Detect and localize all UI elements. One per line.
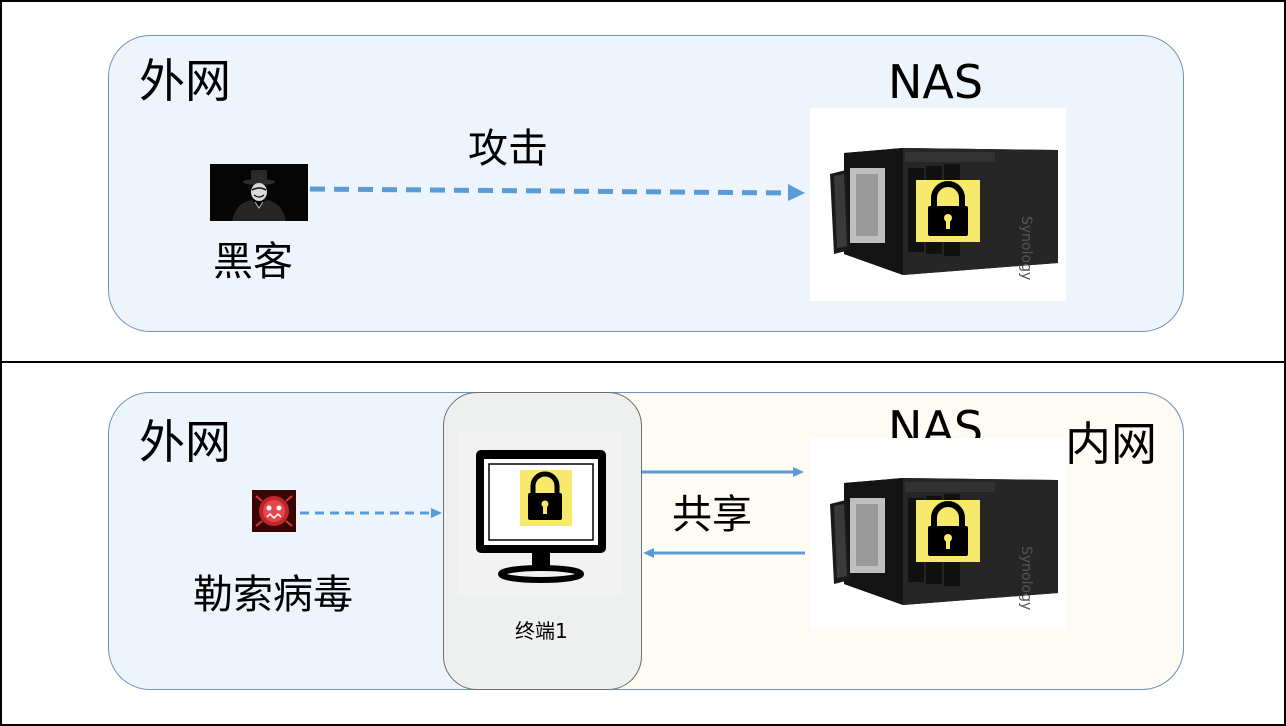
share-arrow-to-terminal [641,546,805,560]
internal-network-label: 内网 [1065,417,1157,471]
nas-device-image-bottom: Synology [810,438,1066,629]
attack-label: 攻击 [468,126,548,172]
nas-label: NAS [888,55,984,109]
hacker-icon [210,164,308,221]
share-arrow-to-nas [642,465,806,479]
nas-brand-text-bottom: Synology [1018,546,1034,610]
infection-arrow [298,506,444,520]
virus-icon [252,490,296,532]
bottom-panel: 外网 内网 勒索病毒 [0,361,1286,726]
attack-arrow [308,180,808,204]
external-network-label: 外网 [139,54,231,108]
external-network-label-bottom: 外网 [139,415,231,469]
hacker-label: 黑客 [213,239,293,285]
nas-device-image: Synology [810,108,1066,301]
terminal-monitor-icon [458,433,622,597]
share-label: 共享 [672,492,752,538]
top-panel: 外网 黑客 攻击 NAS [0,0,1286,363]
nas-brand-text: Synology [1018,216,1034,280]
terminal-label: 终端1 [515,619,568,643]
ransomware-label: 勒索病毒 [193,572,353,618]
